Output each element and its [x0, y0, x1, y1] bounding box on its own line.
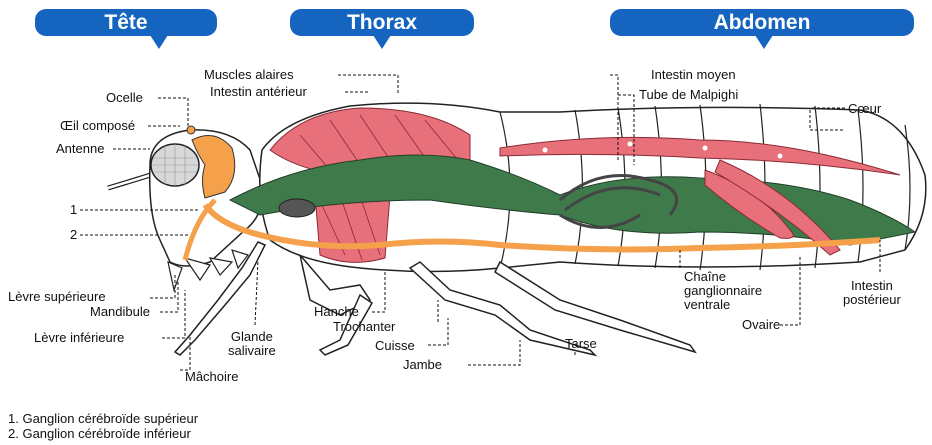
label-chaine-ganglionnaire-ventrale: Chaîne ganglionnaire ventrale — [684, 270, 762, 312]
header-thorax-text: Thorax — [347, 11, 417, 34]
label-posterieur: postérieur — [843, 292, 901, 307]
label-levre-superieure: Lèvre supérieure — [8, 290, 106, 304]
label-mandibule: Mandibule — [90, 305, 150, 319]
label-salivaire: salivaire — [228, 343, 276, 358]
header-abdomen-text: Abdomen — [714, 11, 811, 34]
label-cuisse: Cuisse — [375, 339, 415, 353]
label-hanche: Hanche — [314, 305, 359, 319]
label-muscles-alaires: Muscles alaires — [204, 68, 294, 82]
label-ventrale: ventrale — [684, 297, 730, 312]
label-oeil-compose: Œil composé — [60, 119, 135, 133]
label-intestin-anterieur: Intestin antérieur — [210, 85, 307, 99]
label-intestin: Intestin — [851, 278, 893, 293]
label-tarse: Tarse — [565, 337, 597, 351]
ocelle-mark — [187, 126, 195, 134]
label-tube-malpighi: Tube de Malpighi — [639, 88, 738, 102]
label-coeur: Cœur — [848, 102, 881, 116]
label-intestin-posterieur: Intestin postérieur — [843, 279, 901, 307]
label-trochanter: Trochanter — [333, 320, 395, 334]
header-tete-pointer — [150, 35, 168, 49]
label-glande-salivaire: Glande salivaire — [228, 330, 276, 358]
header-abdomen-pointer — [755, 35, 773, 49]
label-levre-inferieure: Lèvre inférieure — [34, 331, 124, 345]
label-antenne: Antenne — [56, 142, 104, 156]
legend-item-1: 1. Ganglion cérébroïde supérieur — [8, 412, 198, 426]
header-thorax-pointer — [373, 35, 391, 49]
label-glande: Glande — [231, 329, 273, 344]
label-chaine: Chaîne — [684, 269, 726, 284]
label-ganglionnaire: ganglionnaire — [684, 283, 762, 298]
header-thorax: Thorax — [290, 9, 474, 36]
label-ocelle: Ocelle — [106, 91, 143, 105]
label-machoire: Mâchoire — [185, 370, 238, 384]
label-ovaire: Ovaire — [742, 318, 780, 332]
header-abdomen: Abdomen — [610, 9, 914, 36]
label-jambe: Jambe — [403, 358, 442, 372]
legend-item-2: 2. Ganglion cérébroïde inférieur — [8, 427, 191, 441]
header-tete-text: Tête — [104, 11, 147, 34]
label-2: 2 — [70, 228, 77, 242]
header-tete: Tête — [35, 9, 217, 36]
label-intestin-moyen: Intestin moyen — [651, 68, 736, 82]
label-1: 1 — [70, 203, 77, 217]
